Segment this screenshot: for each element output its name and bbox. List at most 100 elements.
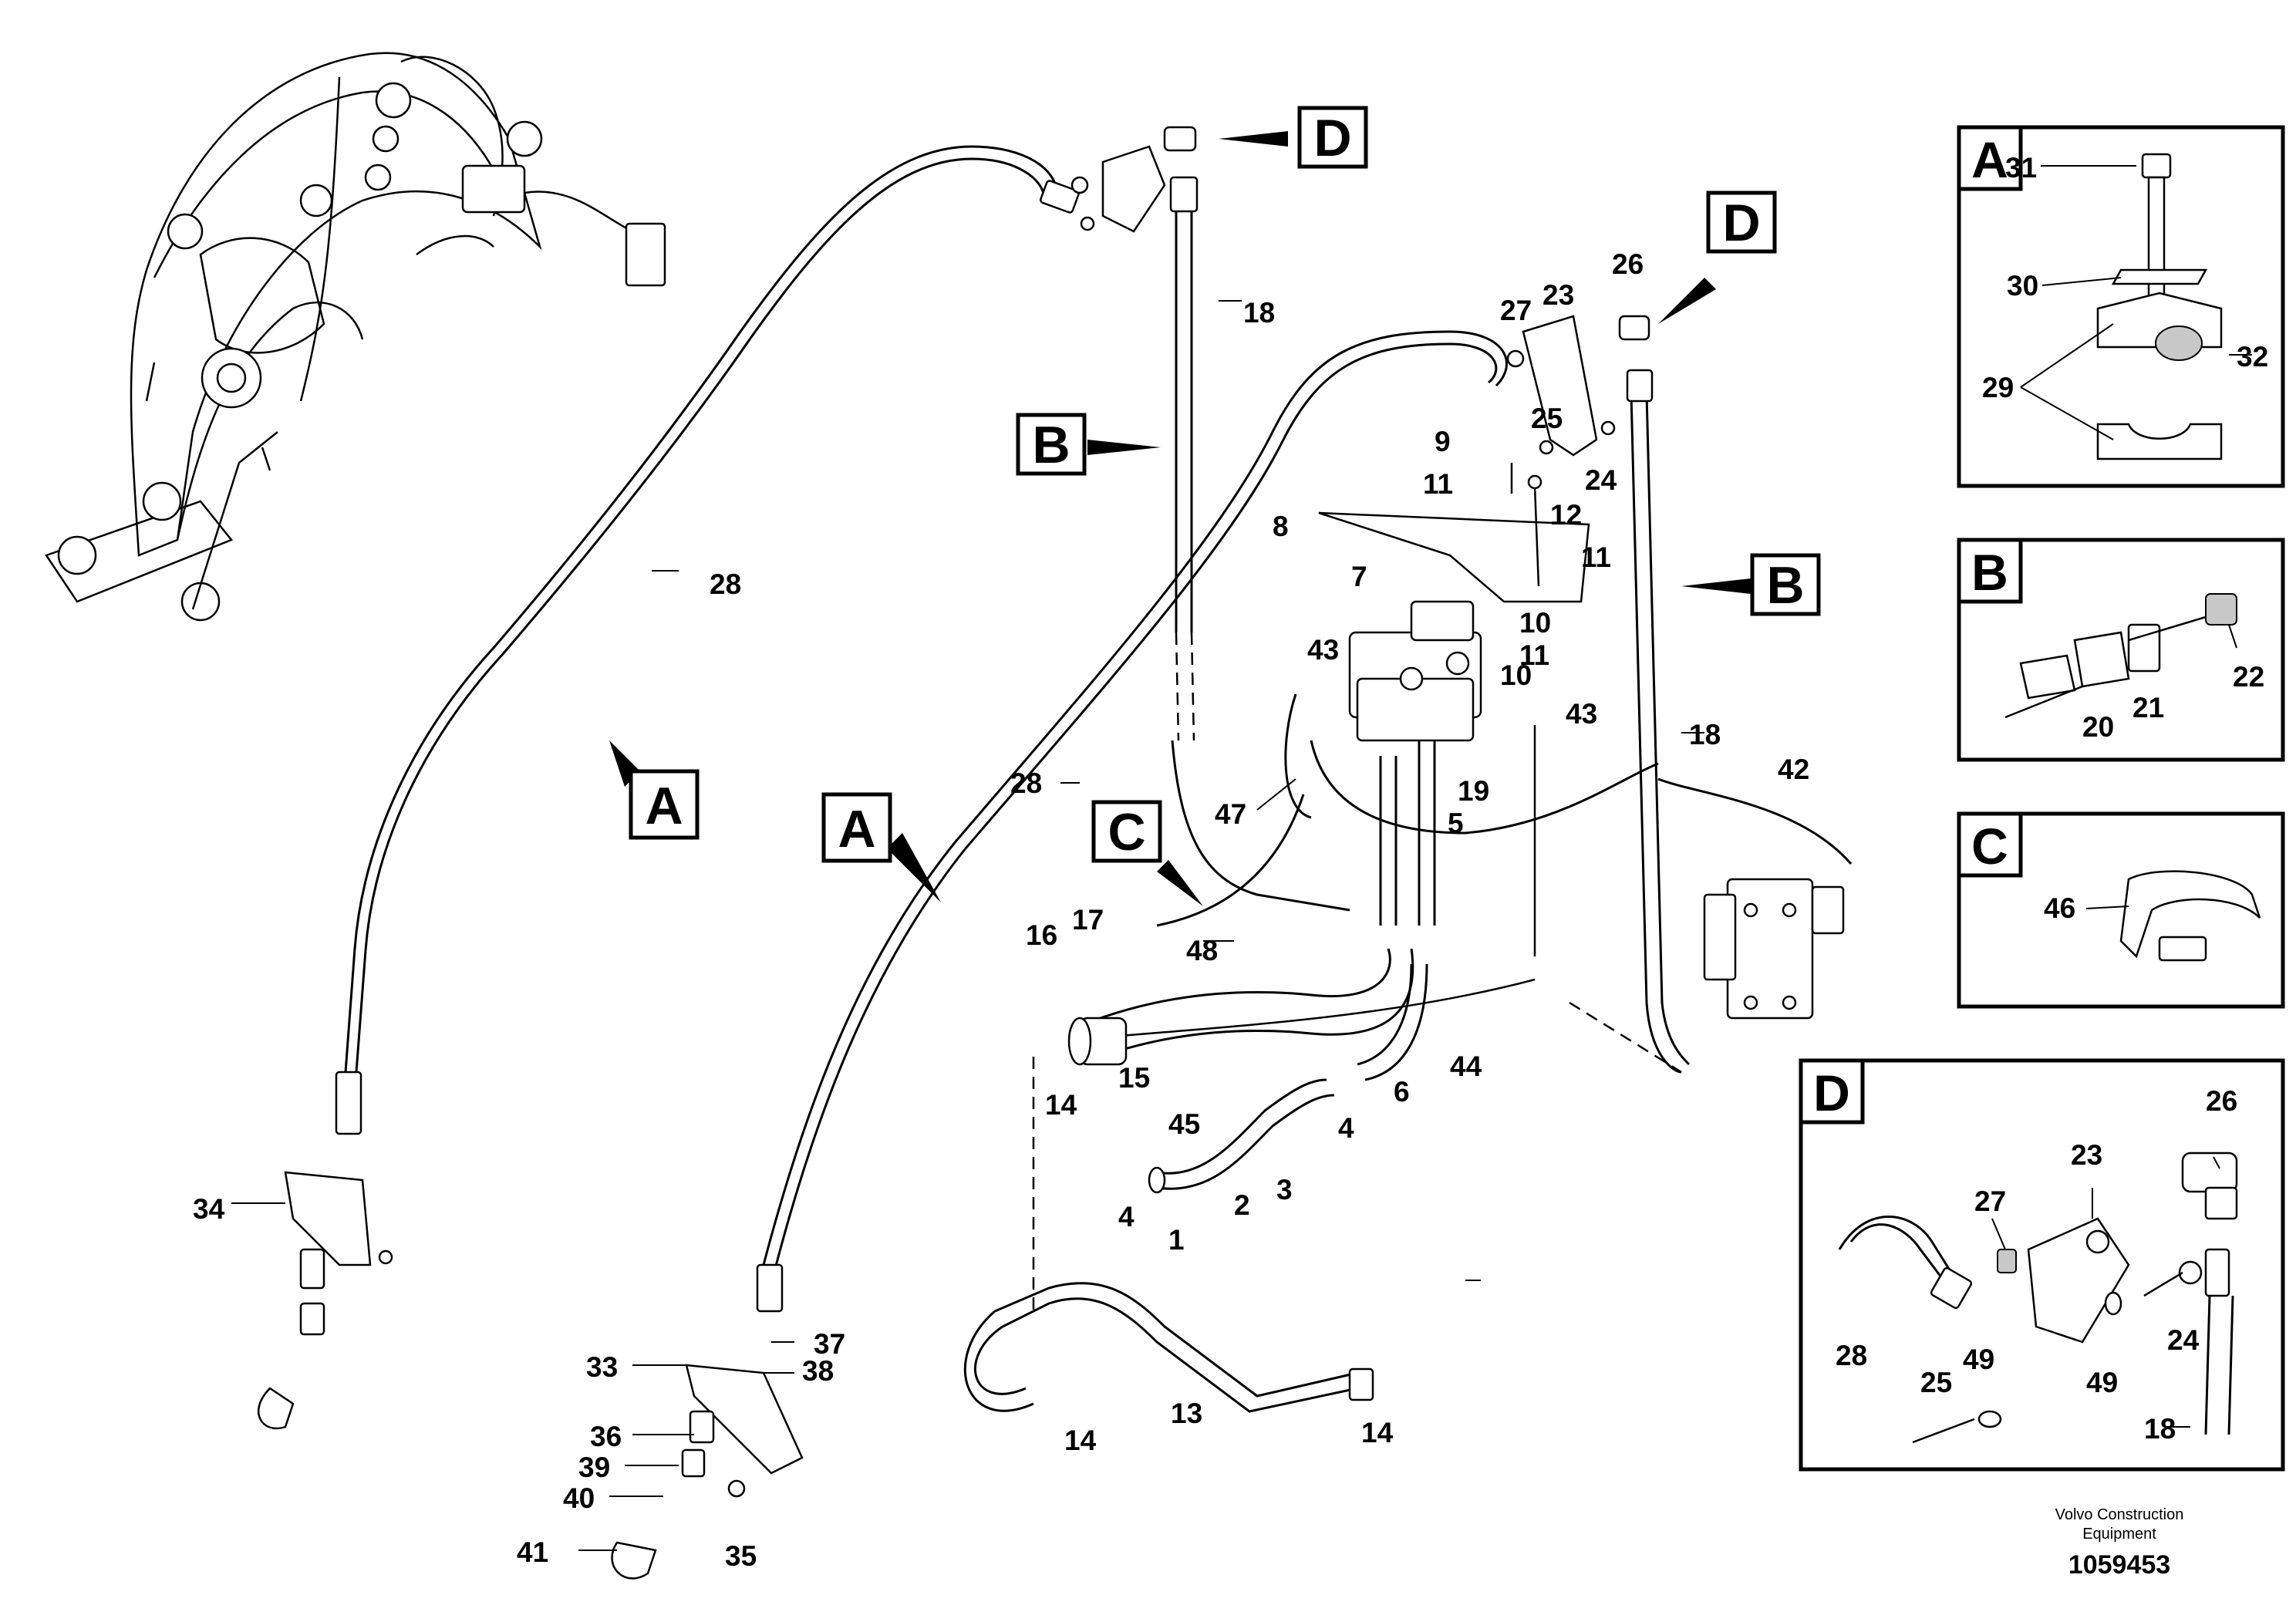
label-48: 48 <box>1186 935 1218 966</box>
callout-a-right: A <box>821 792 941 902</box>
label-27: 27 <box>1500 295 1532 326</box>
svg-text:22: 22 <box>2233 661 2264 693</box>
callout-d-top: D <box>1219 106 1368 169</box>
svg-text:23: 23 <box>2071 1139 2102 1171</box>
svg-text:32: 32 <box>2237 341 2268 373</box>
label-28: 28 <box>1010 767 1042 799</box>
svg-text:24: 24 <box>2167 1324 2200 1356</box>
label-1: 1 <box>1168 1224 1185 1256</box>
label-11: 11 <box>1519 639 1549 671</box>
label-9: 9 <box>1435 426 1451 457</box>
label-4: 4 <box>1338 1112 1354 1144</box>
valve-42 <box>1703 878 1845 1020</box>
inset-a: A 31 30 29 32 <box>1957 125 2285 488</box>
label-43: 43 <box>1566 698 1597 730</box>
svg-text:49: 49 <box>2086 1367 2118 1398</box>
brand-line-1: Volvo Construction <box>2055 1506 2184 1523</box>
label-33: 33 <box>586 1351 618 1383</box>
svg-text:49: 49 <box>1963 1344 1994 1375</box>
label-28: 28 <box>710 568 741 600</box>
label-47: 47 <box>1215 798 1246 830</box>
footer-brand: Volvo Construction Equipment 1059453 <box>2055 1506 2184 1580</box>
label-10: 10 <box>1500 659 1532 691</box>
label-6: 6 <box>1394 1076 1410 1108</box>
inset-b: B 22 20 21 <box>1957 538 2285 762</box>
label-4: 4 <box>1118 1201 1135 1233</box>
small-lines <box>1102 693 1853 1039</box>
svg-text:20: 20 <box>2082 711 2114 743</box>
doc-number: 1059453 <box>2068 1550 2170 1580</box>
label-39: 39 <box>578 1452 610 1483</box>
pipe-6 <box>1357 963 1428 1081</box>
callout-c: C <box>1091 800 1203 906</box>
svg-text:C: C <box>1971 818 2008 875</box>
label-17: 17 <box>1072 904 1104 936</box>
hose-18-left <box>1169 176 1350 912</box>
label-38: 38 <box>802 1355 834 1387</box>
label-43: 43 <box>1307 634 1339 666</box>
label-11: 11 <box>1581 541 1611 573</box>
label-13: 13 <box>1171 1398 1202 1429</box>
callout-a-left: A <box>609 740 700 840</box>
label-44: 44 <box>1450 1050 1482 1082</box>
label-12: 12 <box>1550 499 1582 531</box>
svg-text:B: B <box>1032 416 1070 474</box>
svg-text:21: 21 <box>2132 692 2164 723</box>
label-19: 19 <box>1458 775 1489 807</box>
label-41: 41 <box>517 1536 548 1568</box>
svg-text:25: 25 <box>1920 1367 1952 1398</box>
label-18: 18 <box>1243 297 1275 329</box>
label-18: 18 <box>1689 719 1721 750</box>
hose-18-right <box>1569 369 1691 1074</box>
inset-c: C 46 <box>1957 811 2285 1009</box>
label-24: 24 <box>1585 464 1617 496</box>
label-37: 37 <box>814 1328 845 1360</box>
label-35: 35 <box>725 1540 757 1572</box>
svg-text:B: B <box>1766 556 1804 615</box>
label-15: 15 <box>1118 1062 1150 1094</box>
leader-lines <box>231 177 2167 1551</box>
svg-text:A: A <box>1971 131 2008 188</box>
svg-text:29: 29 <box>1982 372 2014 403</box>
svg-text:A: A <box>838 800 875 858</box>
valve-assembly <box>1318 463 1590 742</box>
label-14: 14 <box>1064 1425 1097 1456</box>
svg-text:C: C <box>1108 803 1145 862</box>
label-34: 34 <box>193 1193 225 1225</box>
label-40: 40 <box>563 1482 595 1514</box>
brand-line-2: Equipment <box>2082 1526 2156 1543</box>
svg-text:26: 26 <box>2206 1085 2237 1117</box>
label-8: 8 <box>1273 511 1289 542</box>
bracket-33 <box>611 1364 804 1580</box>
svg-text:18: 18 <box>2144 1413 2176 1445</box>
loader-frame-illustration <box>45 52 666 622</box>
label-2: 2 <box>1234 1189 1250 1221</box>
svg-text:D: D <box>1722 194 1760 252</box>
part-labels: 28 18 27 23 26 9 25 11 24 12 8 11 7 10 4… <box>193 248 1809 1572</box>
svg-text:30: 30 <box>2007 270 2038 302</box>
bracket-34 <box>257 1171 393 1430</box>
label-25: 25 <box>1531 403 1563 434</box>
callout-b-left: B <box>1016 413 1161 476</box>
svg-text:D: D <box>1813 1064 1850 1121</box>
label-3: 3 <box>1276 1174 1293 1206</box>
label-11: 11 <box>1423 468 1453 500</box>
hose-15 <box>1067 948 1414 1066</box>
bracket-d-mid <box>1506 315 1650 457</box>
pipe-1 <box>1148 1078 1335 1194</box>
label-26: 26 <box>1612 248 1644 280</box>
svg-text:28: 28 <box>1836 1340 1867 1371</box>
label-45: 45 <box>1168 1108 1200 1140</box>
svg-text:46: 46 <box>2044 892 2075 924</box>
svg-text:B: B <box>1971 544 2008 601</box>
svg-text:D: D <box>1313 109 1351 167</box>
label-10: 10 <box>1519 607 1551 639</box>
label-42: 42 <box>1778 754 1809 785</box>
label-5: 5 <box>1448 808 1464 839</box>
label-36: 36 <box>590 1421 622 1452</box>
inset-d: D 26 23 27 28 24 25 49 49 18 <box>1799 1058 2285 1472</box>
label-14: 14 <box>1361 1417 1394 1448</box>
label-7: 7 <box>1351 561 1367 592</box>
callout-d-mid: D <box>1658 191 1777 324</box>
